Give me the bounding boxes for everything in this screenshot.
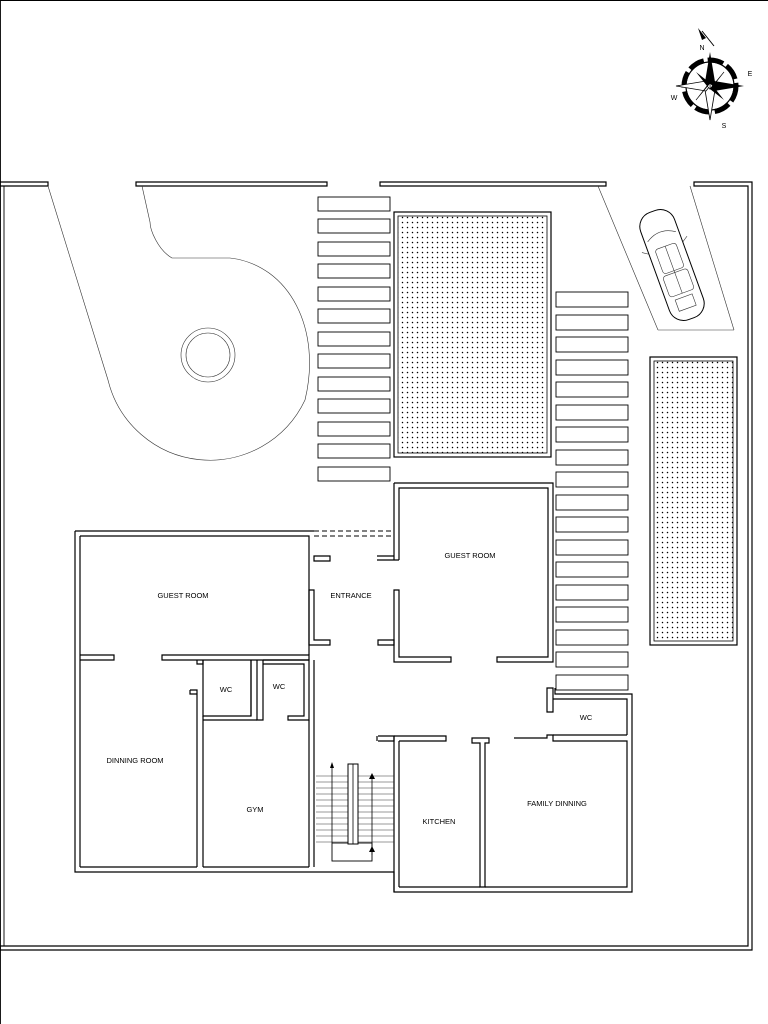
stairs-icon xyxy=(316,762,394,862)
compass-e-label: E xyxy=(748,71,753,78)
compass-s-label: S xyxy=(722,123,727,130)
car-icon xyxy=(639,209,705,321)
room-label-guest-room-right: GUEST ROOM xyxy=(444,551,495,560)
room-label-wc-left: WC xyxy=(220,685,233,694)
room-label-gym: GYM xyxy=(246,805,263,814)
site-boundary xyxy=(0,181,753,951)
room-label-wc-middle: WC xyxy=(273,682,286,691)
parking-lane xyxy=(597,185,735,331)
paving-right xyxy=(555,291,629,691)
room-label-kitchen: KITCHEN xyxy=(423,817,456,826)
paving-left xyxy=(317,196,391,482)
compass-w-label: W xyxy=(671,95,678,102)
driveway-roundabout xyxy=(47,185,310,461)
room-label-family-dinning: FAMILY DINNING xyxy=(527,799,587,808)
room-label-dinning-room: DINNING ROOM xyxy=(106,756,163,765)
room-label-guest-room-left: GUEST ROOM xyxy=(157,591,208,600)
room-label-wc-right: WC xyxy=(580,713,593,722)
room-label-entrance: ENTRANCE xyxy=(330,591,371,600)
planter-right xyxy=(649,356,738,646)
compass-rose-icon: N E S W xyxy=(671,28,753,130)
compass-n-label: N xyxy=(699,45,704,52)
planter-center xyxy=(393,211,552,458)
building-walls xyxy=(74,482,633,893)
